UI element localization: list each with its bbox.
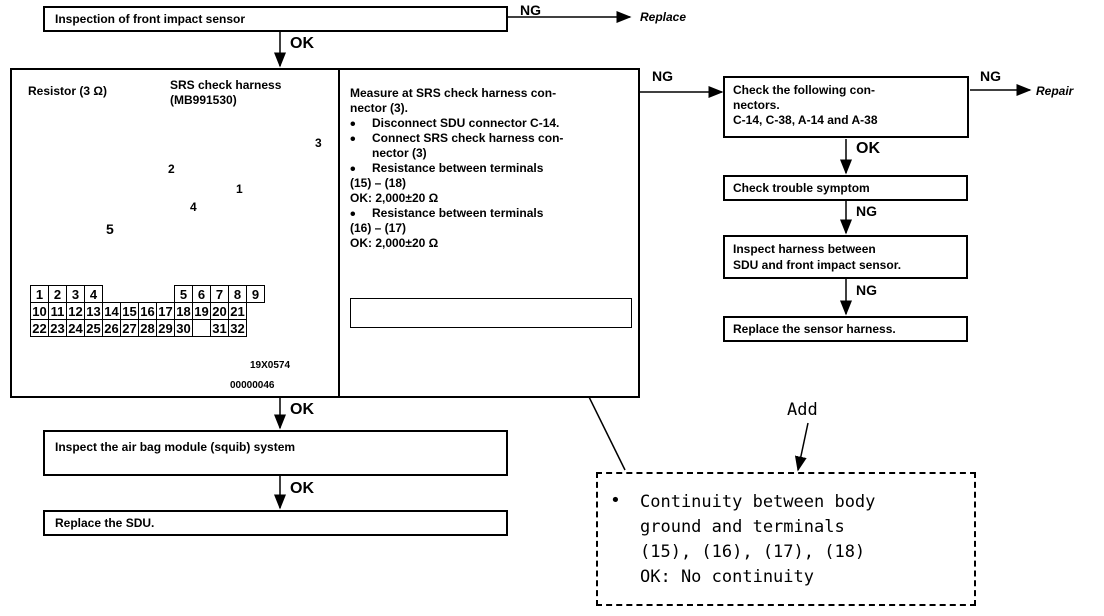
harness-label: SRS check harness bbox=[170, 78, 282, 92]
step-inspect-harness: Inspect harness between SDU and front im… bbox=[723, 235, 968, 279]
step-check-trouble-symptom: Check trouble symptom bbox=[723, 175, 968, 201]
ng-label-measure: NG bbox=[652, 68, 673, 84]
check-trouble-text: Check trouble symptom bbox=[733, 181, 870, 195]
inspect-harness-line-1: Inspect harness between bbox=[733, 242, 876, 256]
pin: 20 bbox=[210, 302, 229, 320]
pin: 17 bbox=[156, 302, 175, 320]
pin: 26 bbox=[102, 319, 121, 337]
add-line-1: Continuity between body bbox=[640, 492, 876, 512]
pin: 22 bbox=[30, 319, 49, 337]
ng-label-trouble: NG bbox=[856, 203, 877, 219]
pin: 1 bbox=[30, 285, 49, 303]
check-conn-line-2: nectors. bbox=[733, 98, 780, 112]
pin: 6 bbox=[192, 285, 211, 303]
step-front-impact-sensor: Inspection of front impact sensor bbox=[43, 6, 508, 32]
resistor-label: Resistor (3 Ω) bbox=[28, 84, 107, 98]
connector-pinout: 1 2 3 4 5 6 7 8 9 10 11 12 13 14 15 16 1… bbox=[30, 285, 265, 337]
pin: 31 bbox=[210, 319, 229, 337]
pin bbox=[192, 319, 211, 337]
step-inspect-airbag: Inspect the air bag module (squib) syste… bbox=[43, 430, 508, 476]
pin: 27 bbox=[120, 319, 139, 337]
add-line-4: OK: No continuity bbox=[640, 567, 814, 587]
measure-heading-2: nector (3). bbox=[350, 101, 409, 115]
pin: 13 bbox=[84, 302, 103, 320]
inspect-airbag-text: Inspect the air bag module (squib) syste… bbox=[55, 440, 296, 454]
callout-1: 1 bbox=[236, 182, 243, 196]
pin: 4 bbox=[84, 285, 103, 303]
pin: 7 bbox=[210, 285, 229, 303]
connector-notch bbox=[103, 286, 175, 303]
measure-bullet-3: • Resistance between terminals (15) – (1… bbox=[350, 161, 544, 205]
callout-2: 2 bbox=[168, 162, 175, 176]
pin: 11 bbox=[48, 302, 67, 320]
ok-label-3: OK bbox=[290, 480, 314, 497]
pin: 9 bbox=[246, 285, 265, 303]
measurement-panel: Resistor (3 Ω) SRS check harness (MB9915… bbox=[10, 68, 640, 398]
pin: 32 bbox=[228, 319, 247, 337]
pin: 10 bbox=[30, 302, 49, 320]
pin: 19 bbox=[192, 302, 211, 320]
callout-5: 5 bbox=[106, 221, 114, 237]
measure-heading-1: Measure at SRS check harness con- bbox=[350, 86, 557, 100]
step-replace-sensor-harness: Replace the sensor harness. bbox=[723, 316, 968, 342]
measure-bullet-4: • Resistance between terminals (16) – (1… bbox=[350, 206, 544, 250]
pin: 5 bbox=[174, 285, 193, 303]
pin: 2 bbox=[48, 285, 67, 303]
pin: 30 bbox=[174, 319, 193, 337]
ng-label-connectors: NG bbox=[980, 68, 1001, 84]
insertion-box bbox=[350, 298, 632, 328]
pin: 14 bbox=[102, 302, 121, 320]
step-front-impact-sensor-text: Inspection of front impact sensor bbox=[55, 12, 246, 26]
callout-4: 4 bbox=[190, 200, 197, 214]
pin: 16 bbox=[138, 302, 157, 320]
add-bullet: • bbox=[610, 490, 621, 511]
result-repair: Repair bbox=[1036, 84, 1074, 98]
figure-number: 19X0574 bbox=[250, 360, 291, 371]
add-line-2: ground and terminals bbox=[640, 517, 845, 537]
result-replace: Replace bbox=[640, 10, 687, 24]
pin: 29 bbox=[156, 319, 175, 337]
step-replace-sdu: Replace the SDU. bbox=[43, 510, 508, 536]
harness-part-number: (MB991530) bbox=[170, 93, 237, 107]
pin: 12 bbox=[66, 302, 85, 320]
replace-harness-text: Replace the sensor harness. bbox=[733, 322, 896, 336]
pin: 23 bbox=[48, 319, 67, 337]
add-note-box: • Continuity between body ground and ter… bbox=[596, 472, 976, 606]
figure-code: 00000046 bbox=[230, 380, 275, 391]
replace-sdu-text: Replace the SDU. bbox=[55, 516, 155, 530]
pin: 28 bbox=[138, 319, 157, 337]
check-conn-line-1: Check the following con- bbox=[733, 83, 876, 97]
add-label-arrow bbox=[794, 422, 809, 472]
inspect-harness-line-2: SDU and front impact sensor. bbox=[733, 258, 902, 272]
add-label: Add bbox=[787, 400, 818, 420]
callout-3: 3 bbox=[315, 136, 322, 150]
ng-label-step1: NG bbox=[520, 2, 541, 18]
ng-label-inspect: NG bbox=[856, 282, 877, 298]
pin: 8 bbox=[228, 285, 247, 303]
panel-divider bbox=[338, 70, 340, 396]
check-conn-line-3: C-14, C-38, A-14 and A-38 bbox=[733, 113, 878, 127]
measure-instructions: Measure at SRS check harness con- nector… bbox=[350, 86, 563, 251]
pin: 15 bbox=[120, 302, 139, 320]
add-line-3: (15), (16), (17), (18) bbox=[640, 542, 866, 562]
add-note-text: Continuity between body ground and termi… bbox=[640, 490, 875, 590]
pin: 18 bbox=[174, 302, 193, 320]
step-check-connectors: Check the following con- nectors. C-14, … bbox=[723, 76, 969, 138]
ok-label-2: OK bbox=[290, 401, 314, 418]
ok-label-connectors: OK bbox=[856, 140, 880, 157]
pin: 3 bbox=[66, 285, 85, 303]
ok-label-1: OK bbox=[290, 35, 314, 52]
measure-bullet-1: • Disconnect SDU connector C-14. bbox=[350, 116, 560, 133]
pin: 25 bbox=[84, 319, 103, 337]
measure-bullet-2: • Connect SRS check harness con- nector … bbox=[350, 131, 564, 160]
pin: 24 bbox=[66, 319, 85, 337]
pin: 21 bbox=[228, 302, 247, 320]
